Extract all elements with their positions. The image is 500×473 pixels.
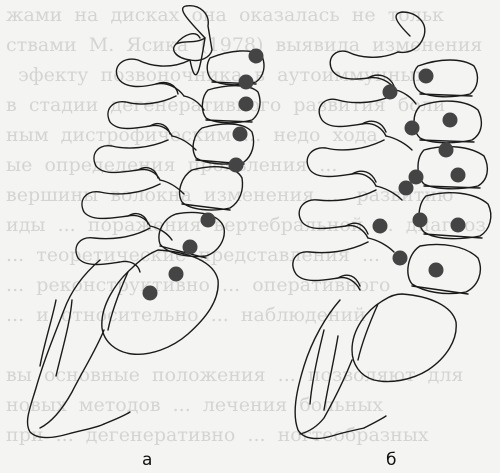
posterior-elements-b — [396, 12, 425, 52]
sacrum-b — [352, 294, 456, 382]
panel-label-a: а — [142, 450, 152, 470]
panel-label-b: б — [386, 450, 396, 470]
vertebral-body-b5 — [408, 245, 481, 294]
